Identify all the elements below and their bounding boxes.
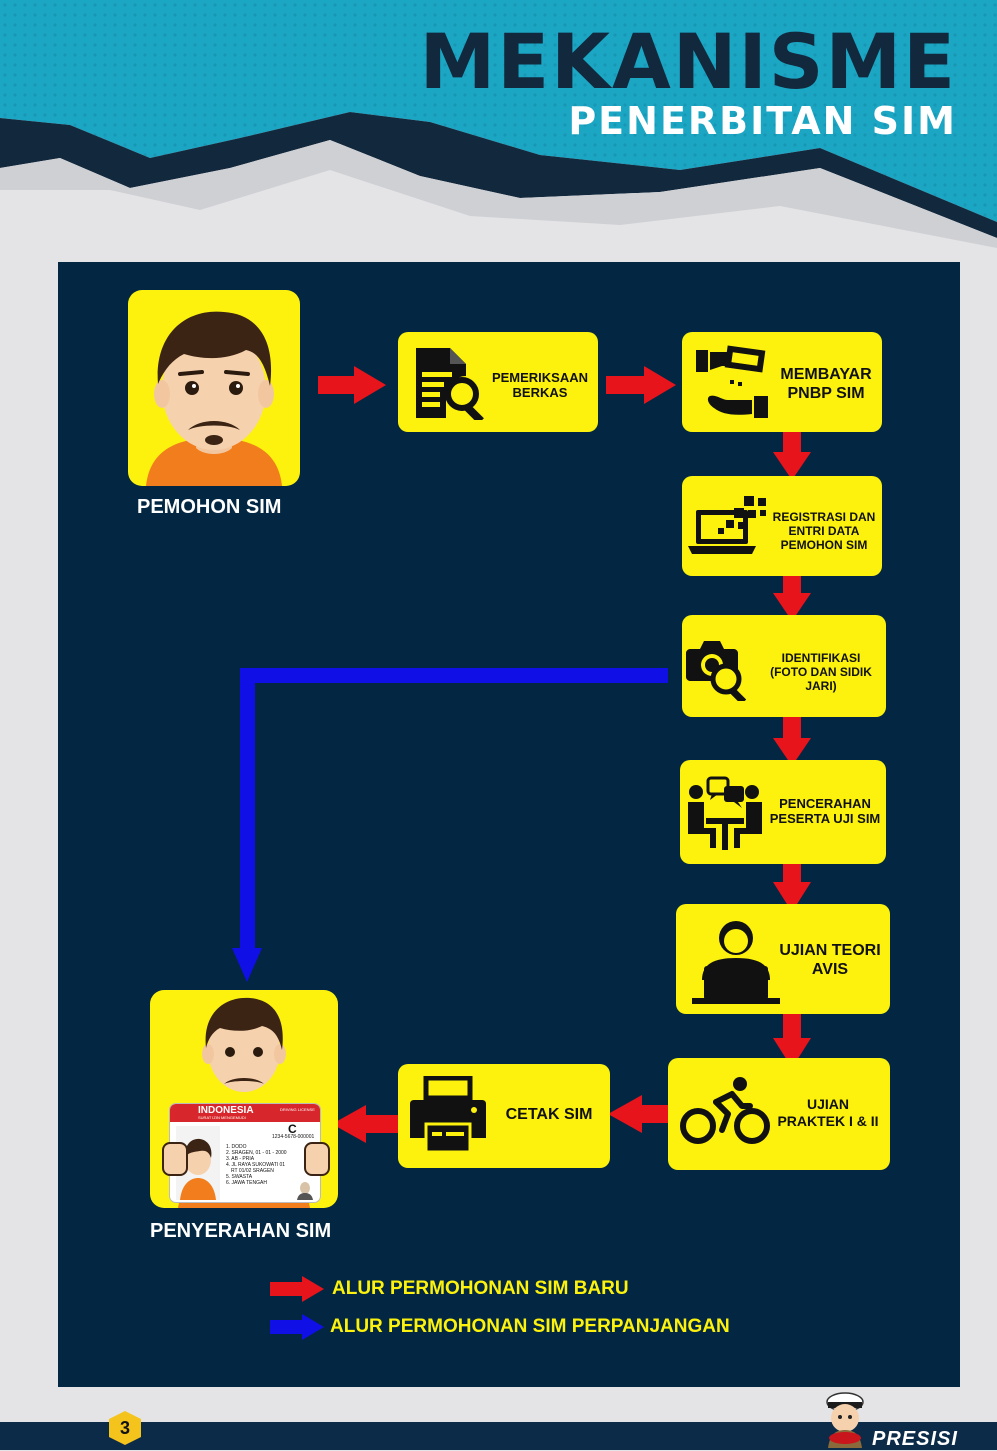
step-payment-label: MEMBAYAR PNBP SIM	[780, 366, 872, 402]
license-country: INDONESIA	[198, 1105, 254, 1116]
license-card-name: SURAT IZIN MENGEMUDI	[198, 1115, 246, 1120]
page-number-hexagon	[109, 1411, 141, 1445]
brand-logo-text: PRESISI	[872, 1428, 958, 1450]
license-details: 1. DODO 2. SRAGEN, 01 - 01 - 2000 3. AB …	[226, 1144, 287, 1186]
step-identification: IDENTIFIKASI (FOTO DAN SIDIK JARI)	[682, 615, 886, 717]
license-card-name-en: DRIVING LICENSE	[280, 1107, 315, 1112]
step-practical-test: UJIAN PRAKTEK I & II	[668, 1058, 890, 1170]
license-line-4: 4. JL RAYA SUKOWATI 01	[226, 1162, 286, 1168]
step-document-check: PEMERIKSAAN BERKAS	[398, 332, 598, 432]
camera-search-icon	[686, 641, 747, 701]
license-number: 1234-5678-000001	[272, 1134, 315, 1140]
driving-license-card: INDONESIA SURAT IZIN MENGEMUDI DRIVING L…	[170, 1104, 320, 1202]
header-banner: MEKANISME PENERBITAN SIM	[0, 0, 997, 260]
license-line-4b: RT 01/02 SRAGEN	[231, 1168, 274, 1174]
step-theory-test: UJIAN TEORI AVIS	[676, 904, 890, 1014]
step-registration: REGISTRASI DAN ENTRI DATA PEMOHON SIM	[682, 476, 882, 576]
arrow-applicant-to-check	[318, 366, 386, 404]
header-background	[0, 0, 997, 260]
cyclist-icon	[680, 1077, 770, 1144]
arrow-payment-to-registration	[773, 424, 811, 480]
step-document-check-label: PEMERIKSAAN BERKAS	[491, 370, 589, 401]
arrow-print-to-handover	[332, 1105, 402, 1143]
page-number: 3	[119, 1418, 130, 1438]
step-payment: MEMBAYAR PNBP SIM	[682, 332, 882, 432]
license-small-photo	[297, 1182, 313, 1200]
applicant-label: PEMOHON SIM	[137, 496, 282, 518]
step-registration-label: REGISTRASI DAN ENTRI DATA PEMOHON SIM	[772, 510, 876, 553]
document-search-icon	[416, 348, 484, 420]
legend-new-application: ALUR PERMOHONAN SIM BARU	[332, 1278, 629, 1299]
handover-card: INDONESIA SURAT IZIN MENGEMUDI DRIVING L…	[150, 990, 338, 1208]
applicant-avatar	[146, 311, 282, 486]
license-line-2: 2. SRAGEN, 01 - 01 - 2000	[226, 1150, 287, 1156]
cash-payment-icon	[696, 345, 768, 418]
arrow-check-to-payment	[606, 366, 676, 404]
left-hand	[162, 1142, 188, 1176]
arrow-practical-to-print	[608, 1095, 676, 1133]
handover-label: PENYERAHAN SIM	[150, 1220, 332, 1242]
legend-blue-arrow	[270, 1314, 324, 1340]
license-line-1: 1. DODO	[226, 1144, 247, 1150]
legend-renewal: ALUR PERMOHONAN SIM PERPANJANGAN	[330, 1316, 730, 1337]
step-briefing-label: PENCERAHAN PESERTA UJI SIM	[769, 796, 881, 827]
meeting-icon	[688, 776, 762, 850]
license-header-bar	[170, 1104, 320, 1122]
applicant-card	[128, 290, 300, 486]
license-line-6: 6. JAWA TENGAH	[226, 1180, 267, 1186]
step-print-label: CETAK SIM	[505, 1106, 593, 1123]
license-line-3: 3. AB - PRIA	[226, 1156, 255, 1162]
page-subtitle: PENERBITAN SIM	[568, 99, 957, 143]
arrow-theory-to-practical	[773, 1008, 811, 1068]
renewal-flow-line	[232, 668, 668, 982]
step-theory-test-label: UJIAN TEORI AVIS	[779, 942, 881, 978]
step-identification-label: IDENTIFIKASI (FOTO DAN SIDIK JARI)	[770, 651, 872, 694]
step-print: CETAK SIM	[398, 1064, 610, 1168]
legend-red-arrow	[270, 1276, 324, 1302]
license-class: C	[288, 1122, 297, 1136]
step-briefing: PENCERAHAN PESERTA UJI SIM	[680, 760, 886, 864]
laptop-data-icon	[688, 496, 766, 554]
presisi-mascot-icon	[826, 1392, 864, 1448]
right-hand	[304, 1142, 330, 1176]
license-line-5: 5. SWASTA	[226, 1174, 253, 1180]
page-number-badge: 3	[108, 1410, 142, 1446]
computer-user-icon	[692, 921, 780, 1004]
page-title: MEKANISME	[419, 17, 957, 106]
printer-icon	[410, 1076, 486, 1154]
step-practical-test-label: UJIAN PRAKTEK I & II	[777, 1096, 879, 1129]
